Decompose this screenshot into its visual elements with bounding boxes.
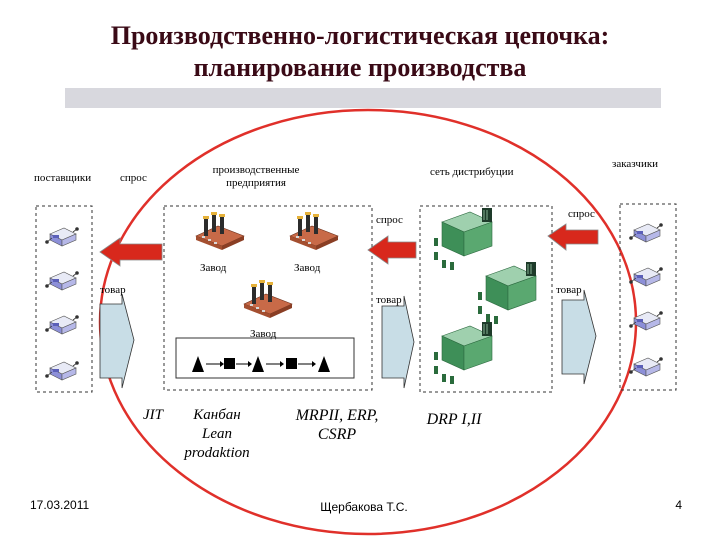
footer-page-number: 4 <box>675 498 682 512</box>
goods-label-right: товар <box>556 284 582 296</box>
suppliers-label: поставщики <box>34 172 92 184</box>
distribution-label: сеть дистрибуции <box>430 166 514 178</box>
enterprises-label: производственные предприятия <box>212 164 300 189</box>
demand-arrow-center <box>367 235 417 265</box>
footer-date: 17.03.2011 <box>30 498 90 512</box>
customer-icon <box>628 356 664 377</box>
plant-label-2: Завод <box>294 262 321 274</box>
customers-label: заказчики <box>612 158 659 170</box>
title-line-1: Производственно-логистическая цепочка: <box>110 21 610 50</box>
method-mrp: MRPII, ERP, CSRP <box>295 407 379 443</box>
supplier-icon <box>44 270 80 291</box>
customer-icon <box>628 266 664 287</box>
factory-icon <box>195 211 245 251</box>
goods-label-left: товар <box>100 284 126 296</box>
plant-label-1: Завод <box>200 262 227 274</box>
distribution-box <box>419 205 553 393</box>
warehouse-icon <box>433 207 493 271</box>
supplier-icon <box>44 314 80 335</box>
factory-icon <box>289 211 339 251</box>
goods-arrow-right <box>561 289 597 385</box>
goods-arrow-center <box>381 295 415 389</box>
goods-arrow-left <box>99 293 135 389</box>
goods-label-center: товар <box>376 294 402 306</box>
method-kanban: Канбан Lean prodaktion <box>184 407 250 461</box>
demand-label-left: спрос <box>120 172 147 184</box>
process-flow <box>192 356 330 372</box>
warehouse-icon <box>477 261 537 325</box>
suppliers-box <box>35 205 93 393</box>
title-line-2: планирование производства <box>193 53 527 82</box>
customer-icon <box>628 310 664 331</box>
supplier-icon <box>44 226 80 247</box>
supplier-icon <box>44 360 80 381</box>
warehouse-icon <box>433 321 493 385</box>
demand-arrow-left <box>99 237 163 267</box>
footer-author: Щербакова Т.С. <box>320 500 408 514</box>
demand-label-right: спрос <box>568 208 595 220</box>
demand-label-center: спрос <box>376 214 403 226</box>
enterprises-box <box>163 205 373 391</box>
method-jit: JIT <box>143 407 163 423</box>
plant-label-3: Завод <box>250 328 277 340</box>
method-drp: DRP I,II <box>426 411 482 428</box>
customer-icon <box>628 222 664 243</box>
factory-icon <box>243 279 293 319</box>
header-band <box>65 88 661 108</box>
customers-box <box>619 203 677 391</box>
page-title: Производственно-логистическая цепочка: п… <box>20 20 700 84</box>
demand-arrow-right <box>547 223 599 251</box>
scope-ellipse <box>98 108 638 536</box>
